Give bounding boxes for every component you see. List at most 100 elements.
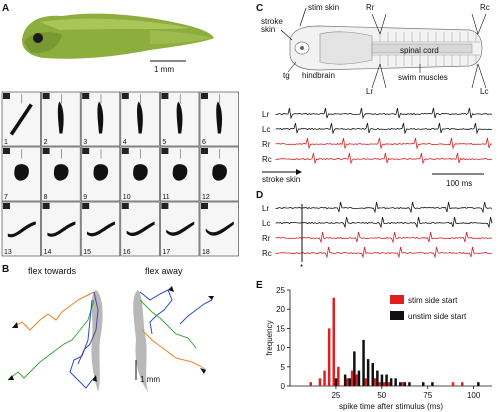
- swim-muscles-label: swim muscles: [398, 73, 448, 82]
- bar-unstim: [353, 351, 356, 386]
- frame-number: 16: [123, 249, 131, 256]
- bar-unstim: [394, 378, 397, 386]
- frame-number: 4: [123, 139, 127, 146]
- flex-away-title: flex away: [145, 266, 183, 276]
- bar-unstim: [348, 378, 351, 386]
- scale-bar-b-label: 1 mm: [140, 375, 160, 384]
- y-tick-label: 10: [276, 344, 285, 353]
- frame-number: 7: [4, 194, 8, 201]
- frame-number: 10: [123, 194, 131, 201]
- video-frame: 9: [80, 146, 121, 202]
- bar-unstim: [403, 382, 407, 386]
- electrode-lr-label: Lr: [366, 87, 373, 96]
- bar-unstim: [334, 378, 338, 386]
- trace-Rr: [275, 137, 493, 150]
- frame-number: 1: [4, 139, 8, 146]
- video-frame: 12: [199, 146, 239, 202]
- video-frame: 7: [1, 146, 41, 202]
- y-tick-label: 0: [281, 382, 286, 391]
- trace-label: Rr: [262, 234, 271, 243]
- x-axis-label: spike time after stimulus (ms): [339, 402, 443, 411]
- legend-entry: stim side start: [408, 296, 458, 305]
- bar-unstim: [389, 378, 393, 386]
- frame-number: 14: [44, 249, 52, 256]
- trace-label: Lr: [262, 110, 269, 119]
- panel-label-d: D: [256, 190, 263, 201]
- legend-entry: unstim side start: [408, 312, 467, 321]
- bar-unstim: [477, 382, 480, 386]
- time-scale-label: 100 ms: [446, 179, 472, 188]
- bar-stim: [401, 382, 404, 386]
- trace-Rc: [275, 152, 493, 165]
- y-tick-label: 25: [276, 286, 285, 295]
- video-frame: 11: [160, 146, 200, 202]
- y-tick-label: 15: [276, 324, 285, 333]
- trace-Lc: [275, 122, 493, 135]
- frame-number: 3: [83, 139, 87, 146]
- bar-stim: [461, 382, 464, 386]
- bar-stim: [332, 297, 335, 386]
- frame-number: 5: [162, 139, 166, 146]
- video-frame: 2: [41, 91, 81, 147]
- trace-Lc: [275, 216, 493, 229]
- y-tick-label: 5: [281, 363, 286, 372]
- frame-number: 15: [83, 249, 91, 256]
- bar-stim: [350, 370, 354, 386]
- x-tick-label: 50: [377, 391, 386, 400]
- frame-number: 18: [202, 249, 210, 256]
- video-frame: 16: [120, 201, 160, 257]
- video-frame: 14: [41, 201, 81, 257]
- bar-unstim: [371, 363, 374, 386]
- bar-stim: [327, 328, 331, 386]
- trace-Lr: [275, 107, 493, 120]
- trace-Lr: [275, 201, 493, 214]
- panel-label-b: B: [2, 264, 9, 275]
- x-tick-label: 100: [467, 391, 481, 400]
- stimulus-marker: *: [300, 263, 303, 272]
- frame-number: 13: [4, 249, 12, 256]
- panel-label-e: E: [256, 280, 263, 291]
- trace-label: Rr: [262, 140, 271, 149]
- video-frame: 8: [41, 146, 81, 202]
- bar-unstim: [422, 382, 425, 386]
- bar-stim: [378, 382, 381, 386]
- flex-away-plot: [133, 286, 214, 392]
- bar-stim: [346, 378, 349, 386]
- bar-stim: [323, 370, 326, 386]
- frame-number: 12: [202, 194, 210, 201]
- frame-number: 11: [162, 194, 169, 201]
- bar-stim: [451, 382, 455, 386]
- frame-number: 2: [44, 139, 48, 146]
- electrode-lc-label: Lc: [480, 87, 488, 96]
- bar-unstim: [408, 382, 411, 386]
- bar-stim: [355, 374, 358, 386]
- x-tick-label: 75: [423, 391, 432, 400]
- stroke-skin-trace-label: stroke skin: [262, 175, 300, 184]
- panel-label-c: C: [256, 3, 263, 14]
- frame-number: 8: [44, 194, 48, 201]
- trace-label: Rc: [262, 155, 272, 164]
- bar-unstim: [385, 374, 388, 386]
- video-frame: 6: [199, 91, 239, 147]
- legend-swatch: [390, 295, 404, 304]
- scale-bar-a-label: 1 mm: [154, 65, 174, 74]
- frame-number: 9: [83, 194, 87, 201]
- y-tick-label: 20: [276, 305, 285, 314]
- bar-stim: [383, 382, 386, 386]
- video-frame: 13: [1, 201, 41, 257]
- electrode-rc-label: Rc: [480, 3, 490, 12]
- y-axis-label: frequency: [265, 320, 274, 355]
- panel-label-a: A: [2, 3, 9, 14]
- bar-stim: [318, 378, 322, 386]
- trace-label: Lc: [262, 219, 270, 228]
- flex-towards-title: flex towards: [28, 266, 77, 276]
- trace-Rc: [275, 246, 493, 259]
- bar-unstim: [362, 339, 365, 386]
- bar-stim: [337, 366, 340, 386]
- bar-unstim: [366, 359, 370, 386]
- stim-skin-label: stim skin: [308, 3, 339, 12]
